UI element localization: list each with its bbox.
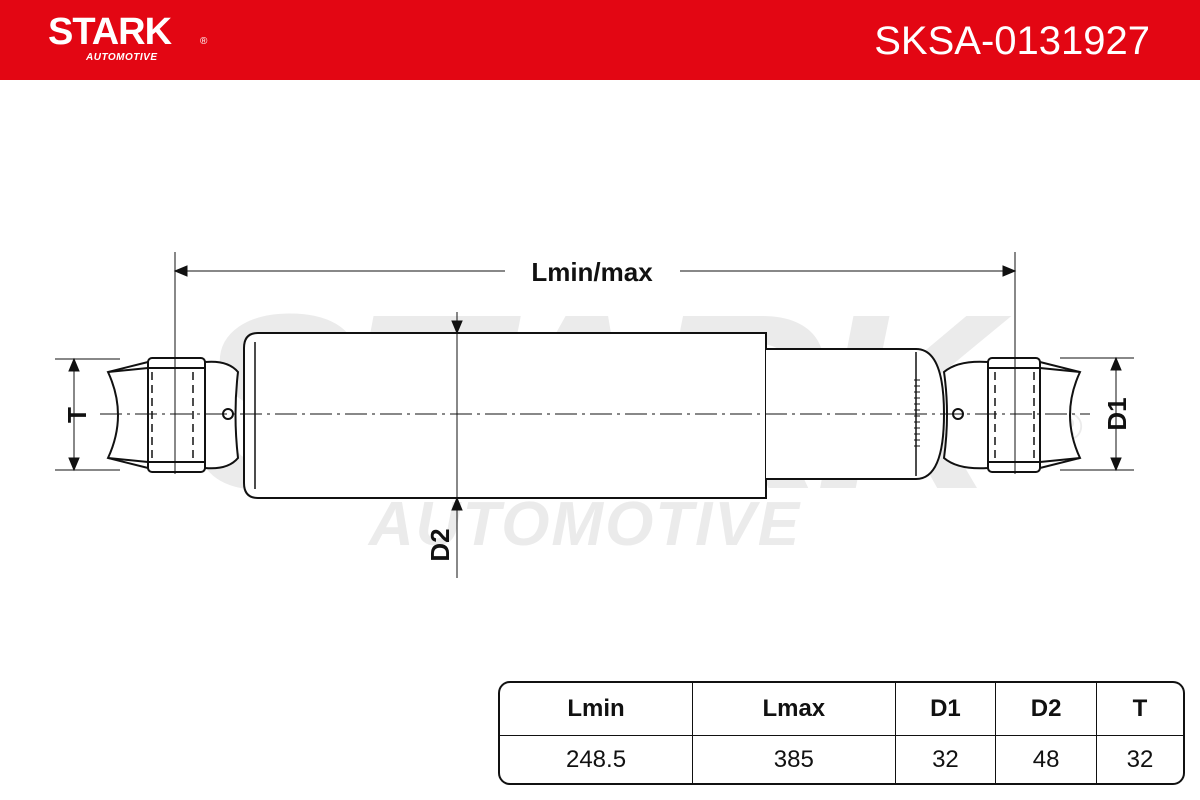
brand-name: STARK [48, 11, 172, 53]
value-d2: 48 [995, 735, 1098, 784]
value-lmin: 248.5 [499, 735, 694, 784]
registered-mark: ® [200, 36, 208, 47]
d1-label: D1 [1102, 397, 1132, 430]
d1-dimension [1060, 356, 1134, 472]
header-bar: STARK ® AUTOMOTIVE SKSA-0131927 [0, 0, 1200, 80]
brand-subtitle: AUTOMOTIVE [86, 52, 158, 63]
damper-body [243, 332, 767, 499]
header-d2: D2 [995, 682, 1098, 736]
value-t: 32 [1096, 735, 1184, 784]
specs-table: Lmin Lmax D1 D2 T 248.5 385 32 48 32 [499, 682, 1184, 784]
t-dimension [55, 357, 120, 472]
length-dimension [173, 252, 1017, 474]
t-label: T [62, 407, 92, 423]
value-d1: 32 [894, 735, 997, 784]
left-eye-mount [106, 357, 240, 473]
header-lmin: Lmin [499, 682, 694, 736]
specs-header-row: Lmin Lmax D1 D2 T [499, 682, 1184, 736]
header-lmax: Lmax [692, 682, 896, 736]
header-t: T [1096, 682, 1184, 736]
length-label: Lmin/max [531, 257, 653, 287]
specs-value-row: 248.5 385 32 48 32 [499, 735, 1184, 784]
d2-dimension [451, 312, 463, 578]
brand-logo: STARK ® AUTOMOTIVE [48, 10, 218, 70]
watermark-sub: AUTOMOTIVE [367, 490, 801, 559]
value-lmax: 385 [692, 735, 896, 784]
header-d1: D1 [894, 682, 997, 736]
right-eye-mount [942, 357, 1082, 473]
shock-absorber-drawing: STARK AUTOMOTIVE ® [55, 252, 1134, 578]
d2-label: D2 [425, 528, 455, 561]
part-number: SKSA-0131927 [874, 19, 1150, 63]
knurl-ticks [914, 379, 920, 447]
